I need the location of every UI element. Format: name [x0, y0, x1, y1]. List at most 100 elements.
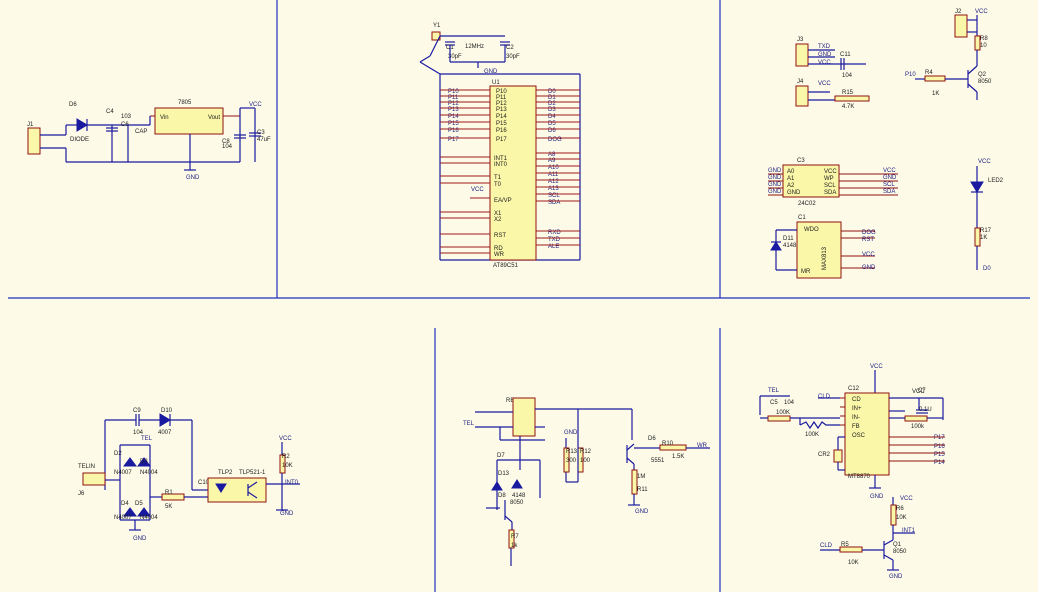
- c6-label: C6: [121, 122, 129, 128]
- tlp2-label: TLP2: [218, 470, 233, 476]
- eeprom-pin: SCL: [824, 183, 836, 189]
- d7-label: D7: [497, 453, 505, 459]
- watchdog-c1-label: C1: [798, 215, 806, 221]
- pin-label: P13: [496, 107, 507, 113]
- dtmf-cld-net: CLD: [818, 394, 831, 400]
- relay-tel-net: TEL: [463, 421, 475, 427]
- relay-gnd-label: GND: [564, 430, 578, 436]
- j1-label: J1: [27, 122, 34, 128]
- int0-label: INT0: [494, 162, 508, 168]
- diode-d8: [511, 479, 523, 489]
- in-p-label: IN+: [852, 406, 862, 412]
- pin-label: P16: [496, 128, 507, 134]
- q2-type: 8050: [978, 79, 992, 85]
- net-label: TXD: [548, 237, 561, 243]
- mcu-vcc-label: VCC: [471, 187, 484, 193]
- y1-label: Y1: [433, 23, 441, 29]
- j2-label: J2: [955, 9, 962, 15]
- eeprom-pin: GND: [787, 190, 801, 196]
- wdo-label: WDO: [804, 227, 819, 233]
- d6-type: DIODE: [70, 137, 89, 143]
- net-label: P13: [448, 107, 459, 113]
- c9-value: 104: [133, 430, 144, 436]
- dtmf-r14-value: 100K: [805, 432, 819, 438]
- r12-value: 100: [580, 458, 591, 464]
- cr2-label: CR2: [818, 452, 831, 458]
- dtmf-out-net: P14: [934, 460, 945, 466]
- r17-value: 1K: [980, 235, 987, 241]
- r10-value: 1.5K: [672, 454, 684, 460]
- x2-label: X2: [494, 217, 502, 223]
- pin-label: P11: [496, 95, 507, 101]
- q1-label: Q1: [893, 542, 902, 548]
- eeprom-net: SDA: [883, 189, 895, 195]
- net-label: SCL: [548, 193, 560, 199]
- c8-label: C8: [222, 139, 230, 145]
- dtmf-r3-value: 100k: [911, 424, 925, 430]
- mcu-right-nets: D0 D1 D2 D3 D4 D5 D6 DOG: [548, 89, 562, 143]
- net-label: A13: [548, 186, 559, 192]
- net-label: D2: [548, 101, 556, 107]
- bridge-label: D2: [114, 451, 122, 457]
- eeprom-net: GND: [883, 175, 897, 181]
- regulator-vout: Vout: [208, 115, 220, 121]
- r7-value: 1k: [511, 543, 518, 549]
- mcu-p2-nets: A8 A9 A10 A11 A12 A13 SCL SDA: [548, 152, 560, 206]
- j4-label: J4: [797, 79, 804, 85]
- mcu-right-wires: [536, 89, 580, 139]
- mcu-left-wires: [440, 89, 490, 139]
- net-label: A10: [548, 165, 559, 171]
- net-label: DOG: [548, 137, 562, 143]
- pin-label: P14: [496, 114, 507, 120]
- int1-label: INT1: [494, 156, 508, 162]
- dtmf-r-value: 100K: [776, 410, 790, 416]
- net-label: RXD: [548, 230, 561, 236]
- c8-value: 104: [222, 144, 233, 150]
- led-vcc-label: VCC: [978, 159, 991, 165]
- r13-label: R13: [566, 449, 578, 455]
- phone-gnd-label: GND: [133, 536, 147, 542]
- power-section: J1 D6 DIODE C4 103 C6 CAP 7805 Vin Vout …: [27, 100, 271, 181]
- power-vcc-label: VCC: [249, 102, 262, 108]
- q-type: 8050: [510, 500, 524, 506]
- r11-value: 1M: [637, 474, 645, 480]
- net-label: P12: [448, 101, 459, 107]
- eeprom-name: 24C02: [798, 201, 816, 207]
- eeprom-pin: SDA: [824, 190, 836, 196]
- eeprom-c3-label: C3: [797, 158, 805, 164]
- diode-d11: [770, 241, 782, 251]
- r17-label: R17: [980, 228, 992, 234]
- relay-gnd2-label: GND: [635, 509, 649, 515]
- c11-label: C11: [840, 52, 851, 58]
- eeprom-gnd-net: GND: [768, 189, 782, 195]
- dog-net: DOG: [862, 230, 876, 236]
- c2-value: 30pF: [506, 54, 520, 60]
- bridge-diode: [123, 457, 137, 467]
- dtmf-vdc-label: VCC: [912, 389, 925, 395]
- r8-label: R8: [980, 36, 988, 42]
- bridge-diode: [137, 457, 151, 467]
- c2-label: C2: [506, 45, 514, 51]
- dtmf-out-net: P16: [934, 444, 945, 450]
- d11-type: 4148: [783, 243, 797, 249]
- led2-label: LED2: [988, 178, 1004, 184]
- resistor-r15: [834, 95, 870, 102]
- j3-label: J3: [797, 37, 804, 43]
- r11-label: R11: [637, 487, 648, 493]
- r12-label: R12: [580, 449, 592, 455]
- r2-value: 10K: [282, 463, 293, 469]
- mcu-left-pins: P10 P11 P12 P13 P14 P15 P16 P17: [496, 89, 507, 143]
- j6-label: J6: [78, 491, 85, 497]
- dtmf-c5-label: C5: [770, 400, 778, 406]
- resistor-r13: [563, 447, 570, 473]
- mr-label: MR: [801, 269, 811, 275]
- d6-label: D6: [69, 102, 77, 108]
- r2-label: R2: [282, 454, 290, 460]
- wd-vcc-net: VCC: [862, 252, 875, 258]
- resistor-r14: [799, 420, 840, 430]
- bridge-diode: [137, 507, 151, 517]
- r13-value: 300: [566, 458, 577, 464]
- dtmf-gnd-label: GND: [870, 494, 884, 500]
- watchdog-max813: [796, 221, 842, 279]
- bridge-type: N4004: [140, 470, 158, 476]
